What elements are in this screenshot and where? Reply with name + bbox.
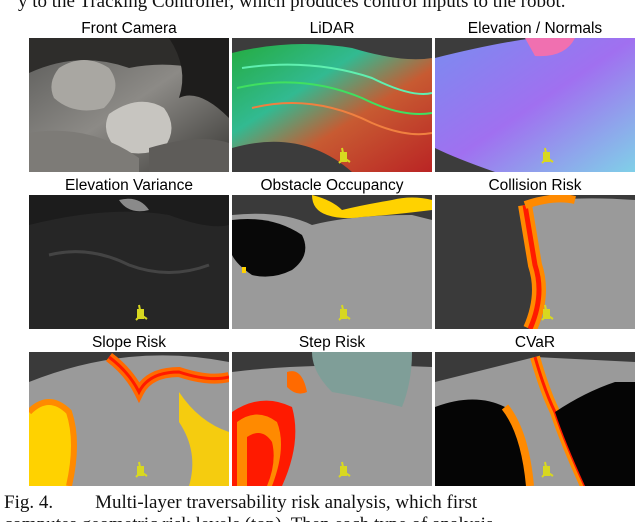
page-header-fragment: y to the Tracking Controller, which prod… bbox=[18, 0, 566, 11]
panel-title: Collision Risk bbox=[488, 177, 582, 194]
lidar-image bbox=[232, 38, 432, 172]
panel-title: CVaR bbox=[514, 334, 556, 351]
panel-title: Front Camera bbox=[81, 20, 177, 37]
panel-title: LiDAR bbox=[309, 20, 355, 37]
figure-grid: Front Camera LiDAR bbox=[29, 20, 640, 490]
caption-text-1: Multi-layer traversability risk analysis… bbox=[95, 492, 478, 513]
panel-title: Slope Risk bbox=[91, 334, 167, 351]
panel-title: Obstacle Occupancy bbox=[260, 177, 404, 194]
panel-title: Elevation / Normals bbox=[467, 20, 603, 37]
step-risk-image bbox=[232, 352, 432, 486]
collision-risk-image bbox=[435, 195, 635, 329]
obstacle-occupancy-image bbox=[232, 195, 432, 329]
cvar-image bbox=[435, 352, 635, 486]
slope-risk-image bbox=[29, 352, 229, 486]
elevation-variance-image bbox=[29, 195, 229, 329]
caption-line-1: Fig. 4. Multi-layer traversability risk a… bbox=[4, 492, 640, 514]
elevation-normals-image bbox=[435, 38, 635, 172]
front-camera-image bbox=[29, 38, 229, 172]
figure-caption: Fig. 4. Multi-layer traversability risk a… bbox=[4, 492, 640, 522]
caption-line-2: computes geometric risk levels (top). Th… bbox=[4, 514, 640, 522]
panel-title: Elevation Variance bbox=[64, 177, 194, 194]
figure-number: Fig. 4. bbox=[4, 492, 54, 513]
panel-title: Step Risk bbox=[298, 334, 366, 351]
